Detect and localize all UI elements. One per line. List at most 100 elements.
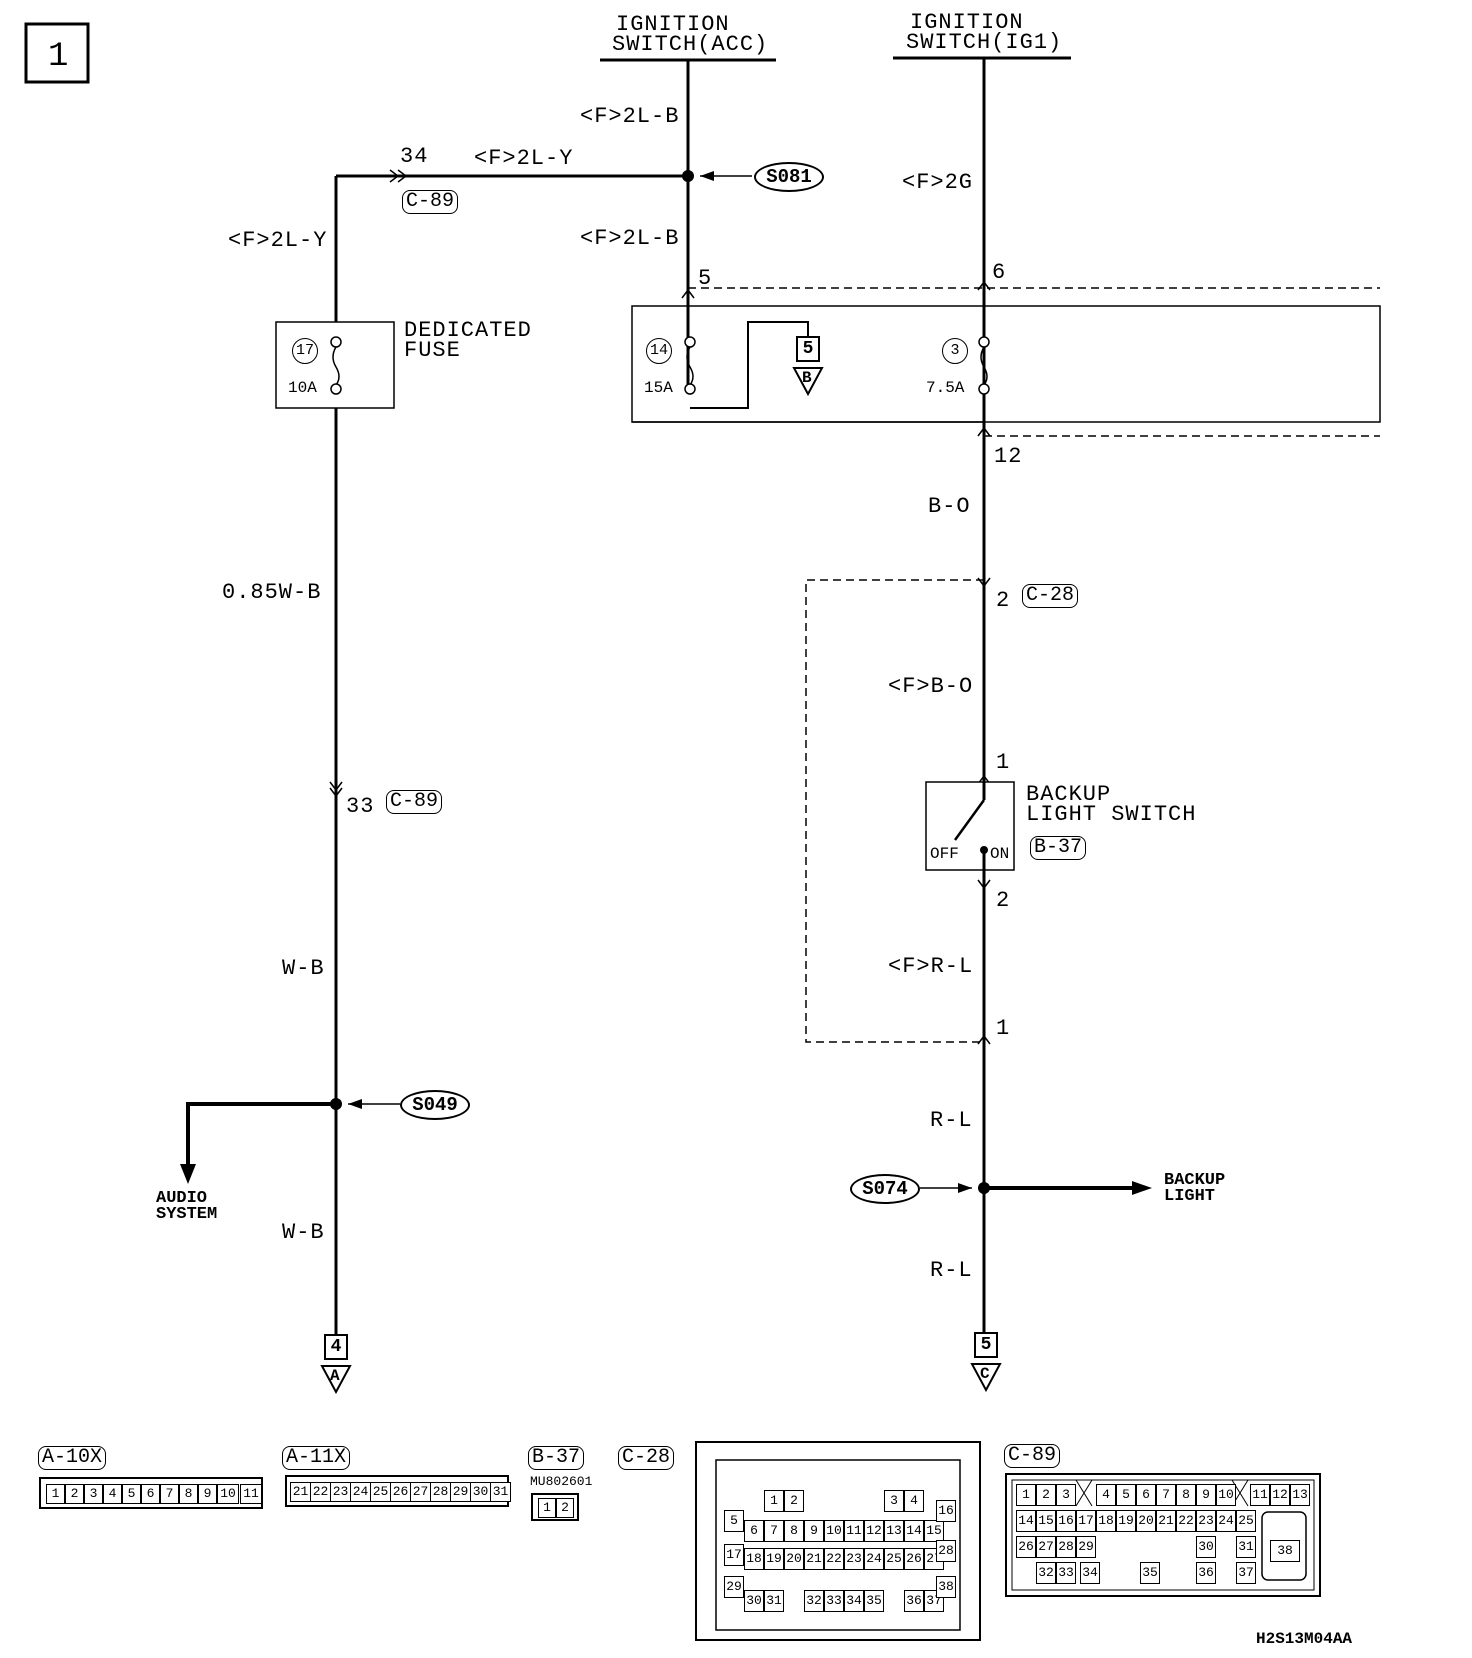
switch-label-1: BACKUP	[1026, 782, 1112, 807]
audio-system-label-1: AUDIO	[156, 1189, 208, 1208]
connector-ref-c89-top: C-89	[402, 190, 459, 214]
b37-pin-1: 1	[538, 1498, 556, 1518]
c89-pin-17: 17	[1076, 1510, 1096, 1532]
wire-label-ig1: <F>2G	[902, 170, 974, 195]
switch-on-label: ON	[990, 845, 1010, 863]
c89-outline	[1005, 1473, 1321, 1597]
fuse-3-rating: 7.5A	[926, 379, 965, 397]
pin-2-switch: 2	[996, 888, 1011, 913]
c28-pin-5: 5	[724, 1510, 744, 1532]
acc-source-label-2: SWITCH(ACC)	[612, 32, 769, 57]
splice-s074: S074	[850, 1174, 920, 1204]
connector-ref-c28: C-28	[1022, 584, 1079, 608]
backup-light-label-2: LIGHT	[1164, 1187, 1216, 1206]
c89-pin-13: 13	[1290, 1484, 1310, 1506]
wire-label-wb-1: W-B	[282, 956, 325, 981]
c28-pin-34: 34	[844, 1590, 864, 1612]
b37-view-label: B-37	[528, 1446, 585, 1470]
c28-pin-14: 14	[904, 1520, 924, 1542]
c28-pin-12: 12	[864, 1520, 884, 1542]
wire-label-frl: <F>R-L	[888, 954, 974, 979]
c28-pin-22: 22	[824, 1548, 844, 1570]
c89-view-label: C-89	[1004, 1444, 1061, 1468]
ig1-source-label-1: IGNITION	[910, 10, 1024, 35]
backup-switch-box	[925, 781, 1015, 871]
dedicated-fuse-label-2: FUSE	[404, 338, 461, 363]
c28-pin-8: 8	[784, 1520, 804, 1542]
c89-pin-6: 6	[1136, 1484, 1156, 1506]
c89-pin-9: 9	[1196, 1484, 1216, 1506]
wire-label-fbo: <F>B-O	[888, 674, 974, 699]
fuse-17-rating: 10A	[288, 379, 317, 397]
b37-part-number: MU802601	[530, 1474, 593, 1489]
fuse-panel	[631, 305, 1381, 423]
c28-pin-28: 28	[936, 1540, 956, 1562]
c28-pin-18: 18	[744, 1548, 764, 1570]
c28-pin-19: 19	[764, 1548, 784, 1570]
c89-pin-3: 3	[1056, 1484, 1076, 1506]
c28-pin-1: 1	[764, 1490, 784, 1512]
audio-branch	[186, 1102, 336, 1168]
a10x-pin-7: 7	[160, 1484, 179, 1504]
ref-4-box: 4	[324, 1334, 348, 1360]
c28-pin-16: 16	[936, 1500, 956, 1522]
b37-outline	[531, 1493, 579, 1521]
c89-pin-25: 25	[1236, 1510, 1256, 1532]
b37-pin-2: 2	[556, 1498, 574, 1518]
a10x-pin-10: 10	[217, 1484, 239, 1504]
pin-6: 6	[992, 260, 1007, 285]
a11x-pin-29: 29	[450, 1482, 471, 1502]
c28-pin-21: 21	[804, 1548, 824, 1570]
c28-outline	[695, 1441, 981, 1641]
c28-dashed-outline	[805, 579, 984, 1043]
ref-b-letter: B	[802, 369, 812, 387]
c28-pin-35: 35	[864, 1590, 884, 1612]
wire-label-rl-2: R-L	[930, 1258, 973, 1283]
ref-b-triangle	[792, 367, 824, 396]
c28-pin-7: 7	[764, 1520, 784, 1542]
a11x-pin-25: 25	[370, 1482, 391, 1502]
c28-pin-24: 24	[864, 1548, 884, 1570]
c89-pin-34: 34	[1080, 1562, 1100, 1584]
wire-label-acc-top: <F>2L-B	[580, 104, 680, 129]
wire-label-rl-1: R-L	[930, 1108, 973, 1133]
audio-system-label-2: SYSTEM	[156, 1205, 218, 1224]
a10x-pin-1: 1	[46, 1484, 65, 1504]
ref-a-letter: A	[330, 1367, 340, 1385]
c89-pin-1: 1	[1016, 1484, 1036, 1506]
splice-s081: S081	[754, 162, 824, 192]
a11x-pin-22: 22	[310, 1482, 331, 1502]
ref-5b-box: 5	[796, 336, 820, 362]
wire-label-left-upper: <F>2L-Y	[228, 228, 328, 253]
c89-pin-2: 2	[1036, 1484, 1056, 1506]
a11x-pin-24: 24	[350, 1482, 371, 1502]
c89-pin-26: 26	[1016, 1536, 1036, 1558]
c28-pin-36: 36	[904, 1590, 924, 1612]
wire-label-acc-mid: <F>2L-B	[580, 226, 680, 251]
c89-pin-22: 22	[1176, 1510, 1196, 1532]
fuse-14-number: 14	[646, 338, 672, 364]
c28-pin-11: 11	[844, 1520, 864, 1542]
c89-pin-11: 11	[1250, 1484, 1270, 1506]
connector-ref-b37: B-37	[1030, 836, 1087, 860]
c28-pin-30: 30	[744, 1590, 764, 1612]
c89-pin-16: 16	[1056, 1510, 1076, 1532]
c28-pin-33: 33	[824, 1590, 844, 1612]
c89-pin-24: 24	[1216, 1510, 1236, 1532]
pin-2-c28: 2	[996, 588, 1011, 613]
wire-label-branch: <F>2L-Y	[474, 146, 574, 171]
dedicated-fuse-label-1: DEDICATED	[404, 318, 532, 343]
a11x-pin-28: 28	[430, 1482, 451, 1502]
a11x-label: A-11X	[282, 1446, 351, 1470]
a10x-pin-6: 6	[141, 1484, 160, 1504]
c28-pin-10: 10	[824, 1520, 844, 1542]
c28-pin-20: 20	[784, 1548, 804, 1570]
ref-5c-box: 5	[974, 1332, 998, 1358]
backup-light-label-1: BACKUP	[1164, 1171, 1226, 1190]
c28-pin-2: 2	[784, 1490, 804, 1512]
pin-34: 34	[400, 144, 429, 169]
c28-pin-9: 9	[804, 1520, 824, 1542]
wire-label-left-main: 0.85W-B	[222, 580, 322, 605]
c89-pin-4: 4	[1096, 1484, 1116, 1506]
